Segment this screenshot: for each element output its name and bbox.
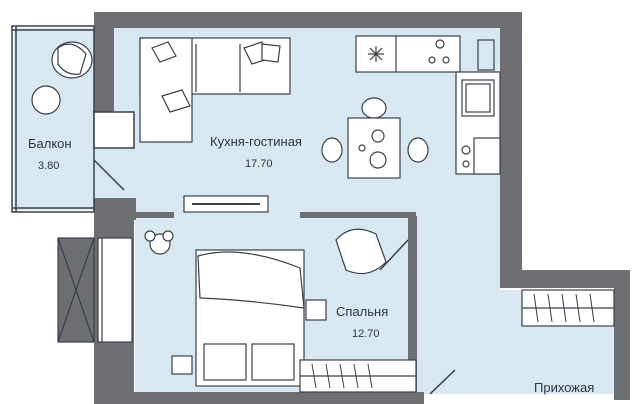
wall-bottom <box>94 392 424 404</box>
window-bedroom-left <box>57 237 133 343</box>
balcony-table <box>31 85 61 115</box>
area-kitchen-living: 17.70 <box>245 158 273 170</box>
bed <box>195 249 305 387</box>
label-balcony: Балкон <box>28 136 72 151</box>
balcony-door <box>93 159 125 191</box>
armchair <box>335 228 387 275</box>
label-bedroom: Спальня <box>336 304 389 319</box>
wall-right-step <box>500 270 630 288</box>
wall-right-lower <box>614 270 630 400</box>
floor-corridor <box>415 200 500 394</box>
label-kitchen-living: Кухня-гостиная <box>210 134 302 149</box>
hangers <box>311 293 595 389</box>
wall-left-upper <box>94 12 114 112</box>
dining-set <box>321 97 429 179</box>
wall-top <box>94 12 522 28</box>
wall-bedroom-right <box>408 216 417 394</box>
label-hallway: Прихожая <box>534 380 595 395</box>
hob <box>428 39 471 168</box>
nightstand <box>305 299 327 321</box>
area-bedroom: 12.70 <box>352 328 380 340</box>
sofa <box>139 37 291 143</box>
radiator <box>171 355 193 375</box>
fridge-icon <box>368 46 384 62</box>
wall-bedroom-top-left <box>134 212 174 218</box>
balcony-window-sill <box>93 111 135 149</box>
plant-icon <box>144 230 174 255</box>
hall-door <box>429 369 456 395</box>
wall-bedroom-top-right <box>300 212 416 218</box>
wall-right-upper <box>500 12 522 280</box>
bedroom-door <box>379 239 409 271</box>
area-balcony: 3.80 <box>38 160 60 172</box>
balcony-chair <box>51 41 93 79</box>
